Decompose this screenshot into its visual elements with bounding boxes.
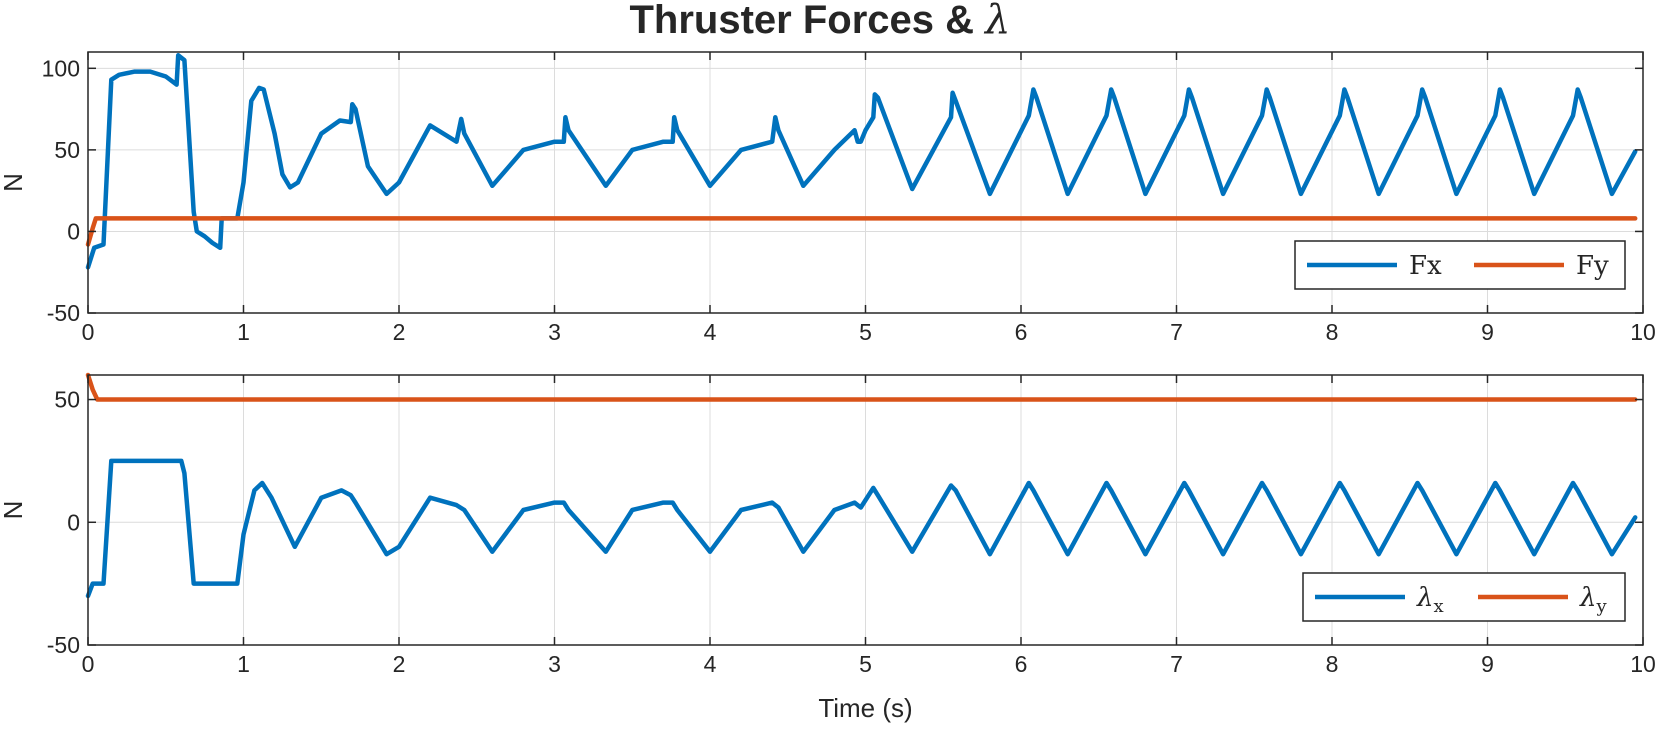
legend-label: Fx	[1409, 251, 1442, 281]
x-tick-label: 10	[1630, 319, 1656, 345]
bottom-series-λ-y	[85, 372, 1638, 402]
x-tick-label: 6	[1015, 319, 1028, 345]
y-tick-label: 100	[42, 55, 80, 81]
bottom-legend: λx λy	[1302, 572, 1626, 622]
legend-box	[1302, 572, 1626, 622]
x-tick-label: 0	[82, 319, 95, 345]
x-tick-label: 7	[1170, 651, 1183, 677]
x-tick-label: 9	[1481, 319, 1494, 345]
y-tick-label: 50	[54, 387, 80, 413]
y-tick-label: -50	[47, 632, 80, 658]
top-series-fx	[85, 53, 1638, 270]
x-tick-label: 0	[82, 651, 95, 677]
x-tick-label: 3	[548, 651, 561, 677]
x-tick-label: 4	[704, 651, 717, 677]
legend-label: λx	[1416, 583, 1444, 617]
x-tick-label: 1	[237, 319, 250, 345]
bottom-xlabel: Time (s)	[818, 693, 912, 723]
x-tick-label: 9	[1481, 651, 1494, 677]
x-tick-label: 6	[1015, 651, 1028, 677]
bottom-ylabel: N	[0, 501, 28, 520]
top-ylabel: N	[0, 173, 28, 192]
y-tick-label: 50	[54, 137, 80, 163]
legend-label: Fy	[1576, 251, 1609, 281]
x-tick-label: 2	[393, 319, 406, 345]
x-tick-label: 3	[548, 319, 561, 345]
x-tick-label: 2	[393, 651, 406, 677]
x-tick-label: 1	[237, 651, 250, 677]
y-tick-label: 0	[67, 509, 80, 535]
x-tick-label: 8	[1326, 319, 1339, 345]
figure-title: Thruster Forces & λ	[629, 0, 1010, 43]
top-legend: Fx Fy	[1294, 240, 1626, 290]
bottom-series-λ-x	[85, 458, 1638, 599]
top-series-fy	[85, 216, 1638, 247]
y-tick-label: 0	[67, 218, 80, 244]
x-tick-label: 5	[859, 319, 872, 345]
x-tick-label: 8	[1326, 651, 1339, 677]
x-tick-label: 7	[1170, 319, 1183, 345]
x-tick-label: 4	[704, 319, 717, 345]
x-tick-label: 10	[1630, 651, 1656, 677]
x-tick-label: 5	[859, 651, 872, 677]
legend-label: λy	[1579, 583, 1607, 617]
y-tick-label: -50	[47, 300, 80, 326]
